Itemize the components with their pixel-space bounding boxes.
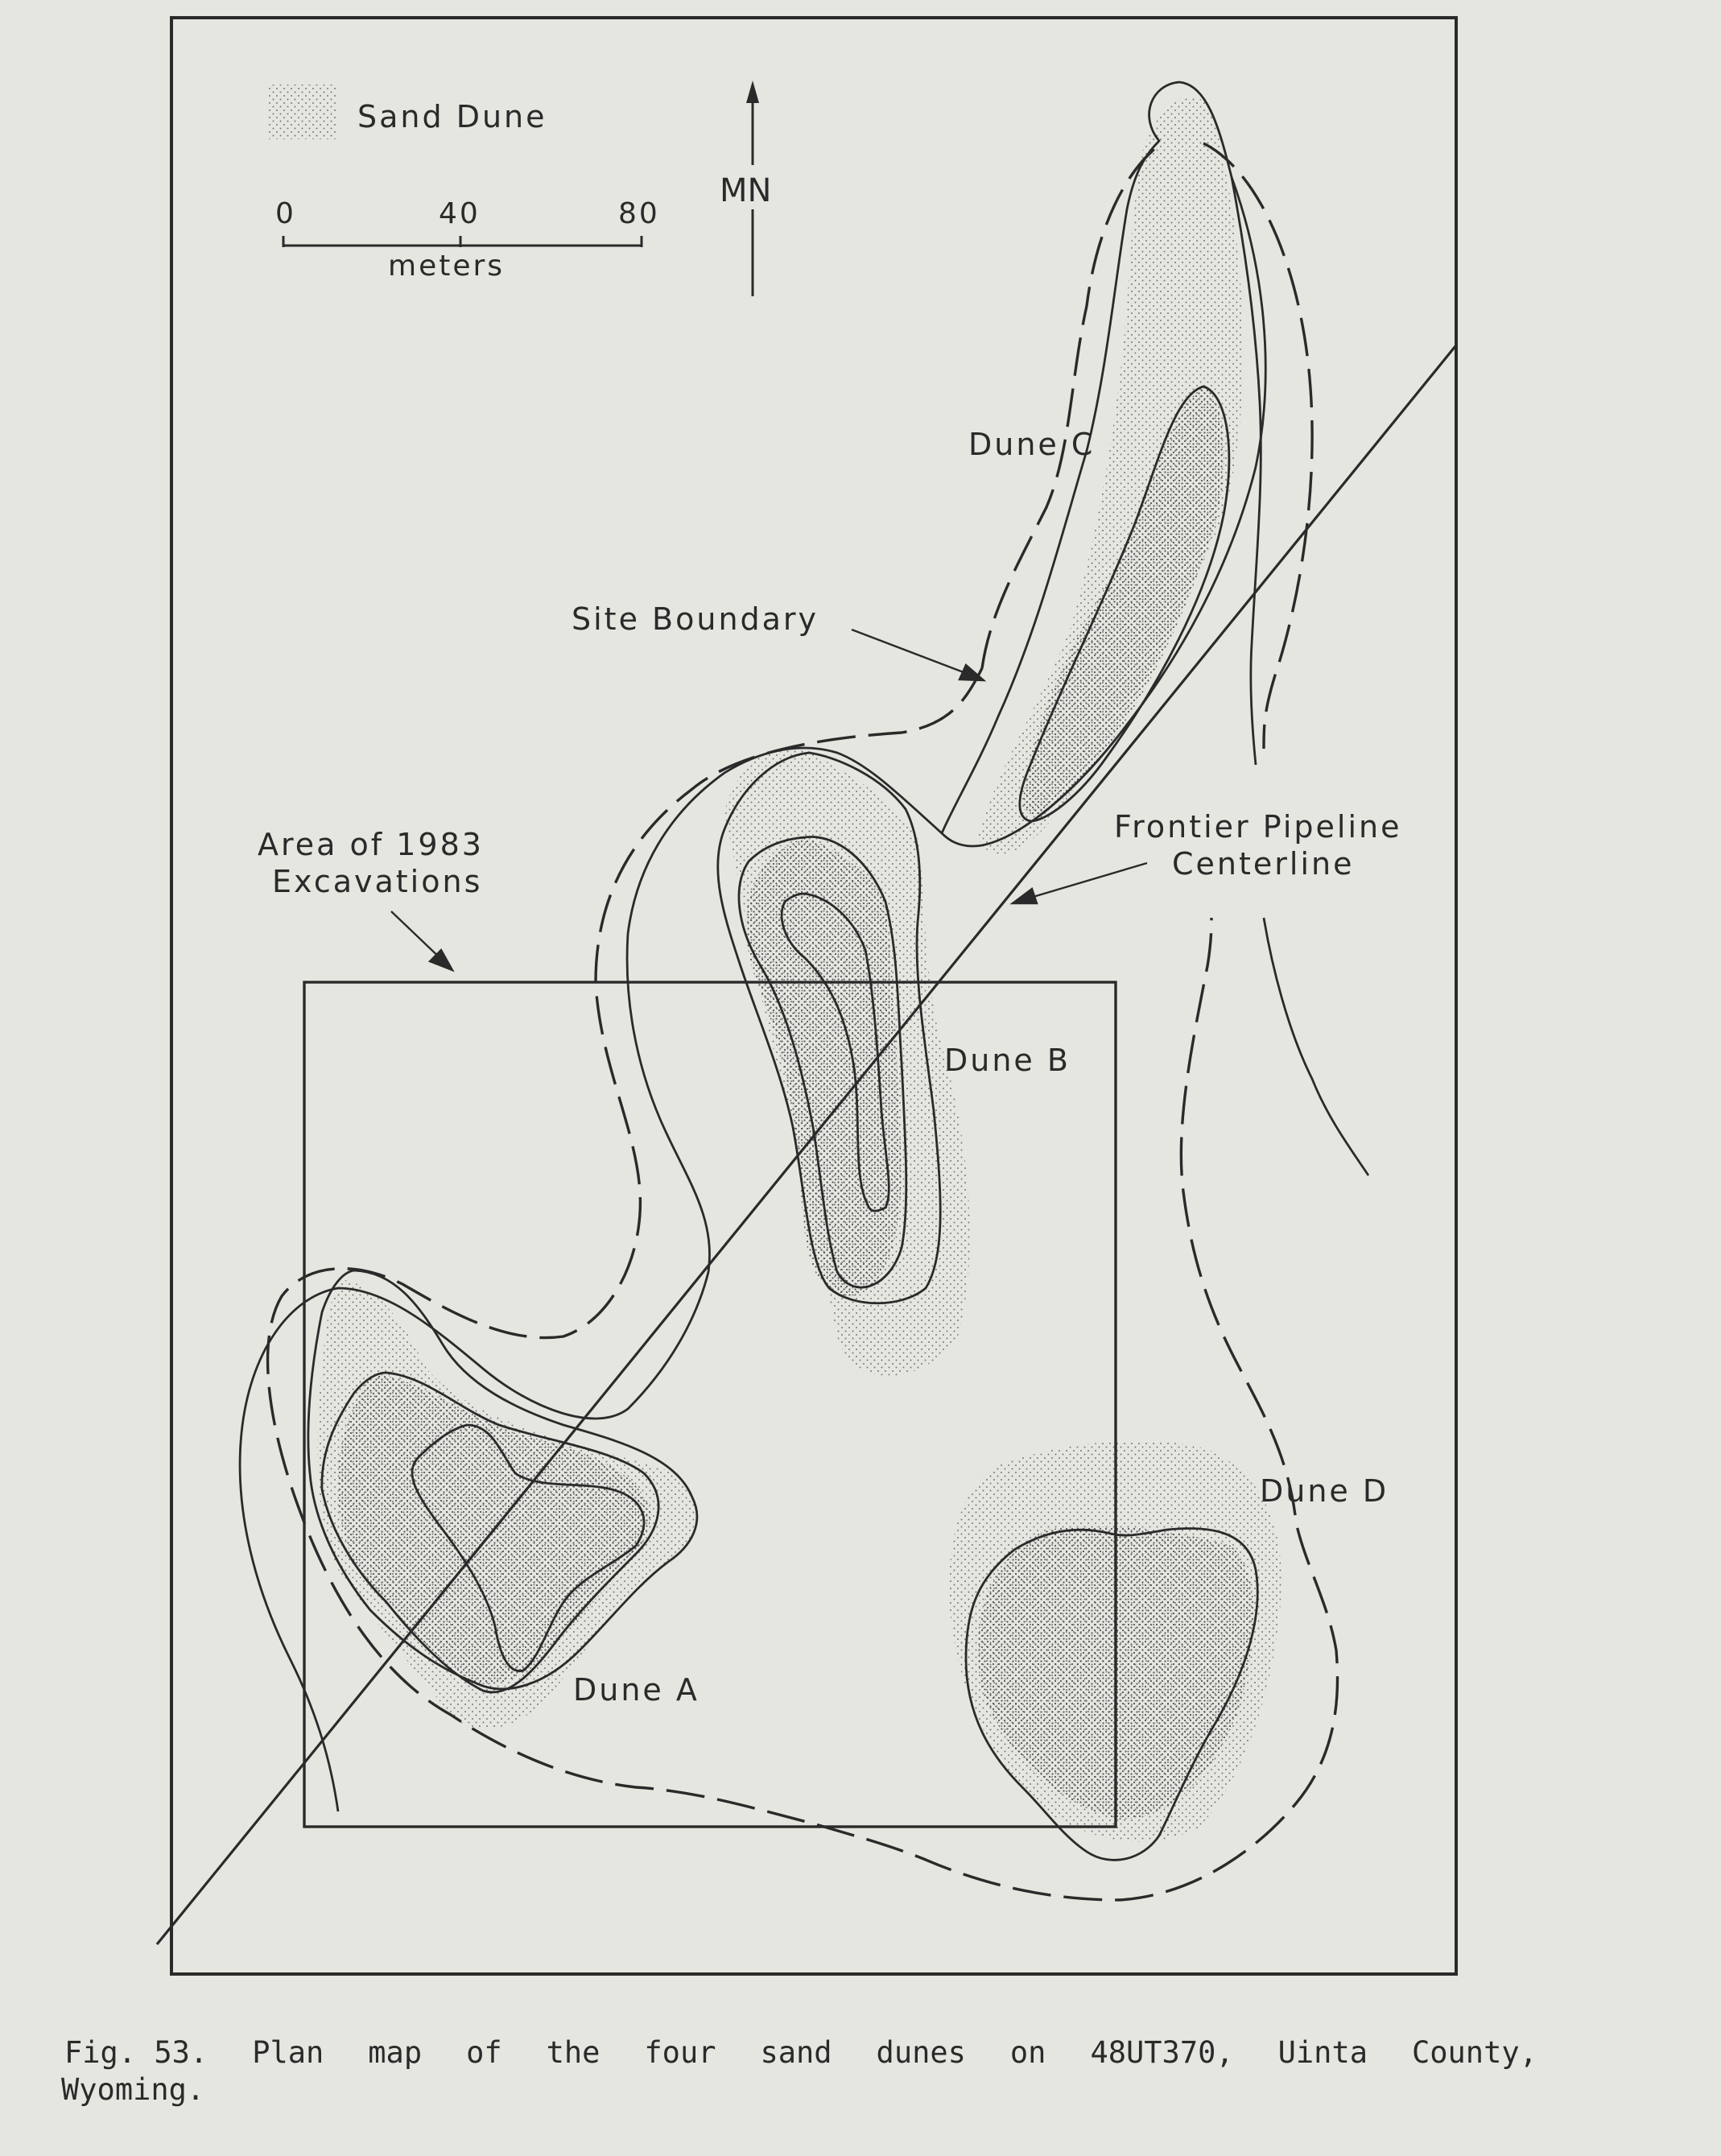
- legend-stipple-swatch: [268, 85, 336, 139]
- caption-word: Plan: [252, 2035, 324, 2070]
- sand-dune-areas: [317, 97, 1281, 1842]
- legend-sand-dune-label: Sand Dune: [357, 99, 547, 134]
- leader-arrows: [390, 628, 1148, 973]
- pipeline-centerline: [155, 345, 1457, 1946]
- scale-tick-label-40: 40: [439, 197, 481, 230]
- dune-b-middle-contour: [737, 836, 908, 1289]
- north-arrow-head: [746, 81, 759, 103]
- scale-unit-label: meters: [388, 250, 505, 283]
- caption-word: map: [368, 2035, 423, 2070]
- north-arrow: MN: [716, 81, 789, 296]
- dune-d-label: Dune D: [1260, 1473, 1389, 1509]
- dune-d-contour: [964, 1527, 1259, 1861]
- dune-a-outer-contour: [307, 1269, 699, 1691]
- excavation-label-line2: Excavations: [272, 864, 482, 899]
- east-contour-line: [1262, 917, 1370, 1176]
- north-arrow-label: MN: [720, 172, 771, 209]
- excavation-arrowhead: [427, 948, 455, 973]
- site-boundary-arrowhead: [958, 663, 987, 682]
- north-arrow-label-bg: [716, 165, 789, 209]
- east-contour-line-upper: [1230, 176, 1262, 766]
- dune-c-label: Dune C: [968, 427, 1095, 462]
- dune-a-label: Dune A: [573, 1672, 700, 1708]
- legend: Sand Dune: [268, 85, 547, 139]
- dune-c-stipple: [978, 97, 1244, 854]
- dune-b-inner-contour: [780, 892, 890, 1212]
- caption-word: dunes: [876, 2035, 966, 2070]
- scale-tick-label-0: 0: [275, 197, 296, 230]
- dune-a-inner-contour: [411, 1423, 646, 1672]
- dune-contours: [238, 81, 1370, 1861]
- dune-c-inner-contour: [1018, 385, 1231, 823]
- pipeline-label-line2: Centerline: [1172, 846, 1354, 882]
- west-contour-line: [238, 746, 943, 1812]
- site-boundary-leader: [851, 628, 975, 678]
- dune-b-core: [745, 837, 902, 1296]
- excavation-area-outline: [303, 981, 1117, 1828]
- caption-word: Fig. 53.: [64, 2035, 208, 2070]
- caption-word: on: [1009, 2035, 1046, 2070]
- figure-caption: Fig. 53. Plan map of the four sand dunes…: [61, 2034, 1537, 2109]
- caption-word: Uinta: [1277, 2035, 1368, 2070]
- pipeline-arrowhead: [1009, 887, 1038, 905]
- caption-word: the: [546, 2035, 600, 2070]
- scale-tick-label-80: 80: [618, 197, 660, 230]
- caption-word: 48UT370,: [1090, 2035, 1234, 2070]
- dune-b-label: Dune B: [944, 1043, 1071, 1078]
- caption-word: four: [644, 2035, 716, 2070]
- site-boundary-label: Site Boundary: [572, 601, 819, 637]
- site-boundary-line: [266, 142, 1339, 1902]
- scale-bar: 0 40 80 meters: [275, 197, 660, 283]
- caption-line-2: Wyoming.: [61, 2072, 205, 2107]
- dune-b-outer-contour: [716, 751, 942, 1305]
- caption-word: County,: [1411, 2035, 1537, 2070]
- map-frame: [170, 16, 1458, 1976]
- dune-a-middle-contour: [320, 1371, 660, 1694]
- excavation-leader: [390, 911, 445, 963]
- dune-c-core: [1022, 386, 1224, 816]
- caption-word: sand: [760, 2035, 832, 2070]
- excavation-label-line1: Area of 1983: [258, 827, 484, 862]
- pipeline-leader: [1021, 861, 1148, 902]
- pipeline-label-line1: Frontier Pipeline: [1114, 809, 1401, 845]
- caption-word: of: [466, 2035, 502, 2070]
- caption-line-1: Fig. 53. Plan map of the four sand dunes…: [64, 2034, 1537, 2071]
